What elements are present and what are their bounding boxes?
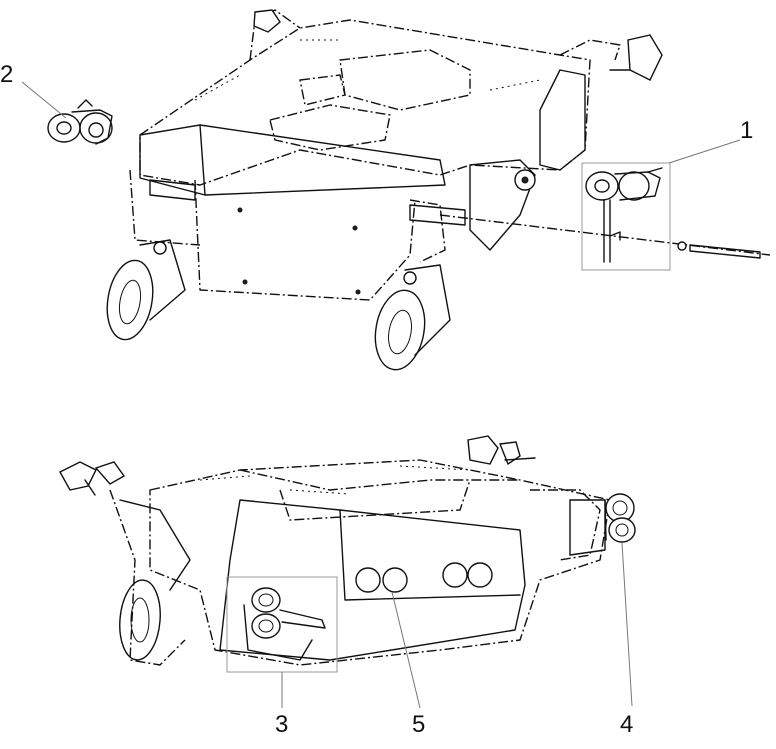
bottom-seat-frame-assembly [59, 435, 611, 666]
callout-2-label: 2 [0, 61, 13, 88]
callout-3-label: 3 [275, 711, 288, 738]
callout-4-label: 4 [620, 711, 633, 738]
part-3-cup-holder [226, 576, 338, 673]
callout-4-leader [621, 542, 633, 707]
callout-1-leader [668, 139, 741, 164]
callout-5-label: 5 [412, 711, 425, 738]
callout-5-leader [391, 591, 421, 709]
callout-1-label: 1 [740, 117, 753, 144]
part-4-cup-holder [604, 493, 636, 543]
part-1-cup-holder [581, 162, 671, 271]
callout-2-leader [21, 81, 67, 119]
part-2-cup-holder [47, 99, 113, 145]
top-seat-frame-assembly [106, 9, 771, 371]
